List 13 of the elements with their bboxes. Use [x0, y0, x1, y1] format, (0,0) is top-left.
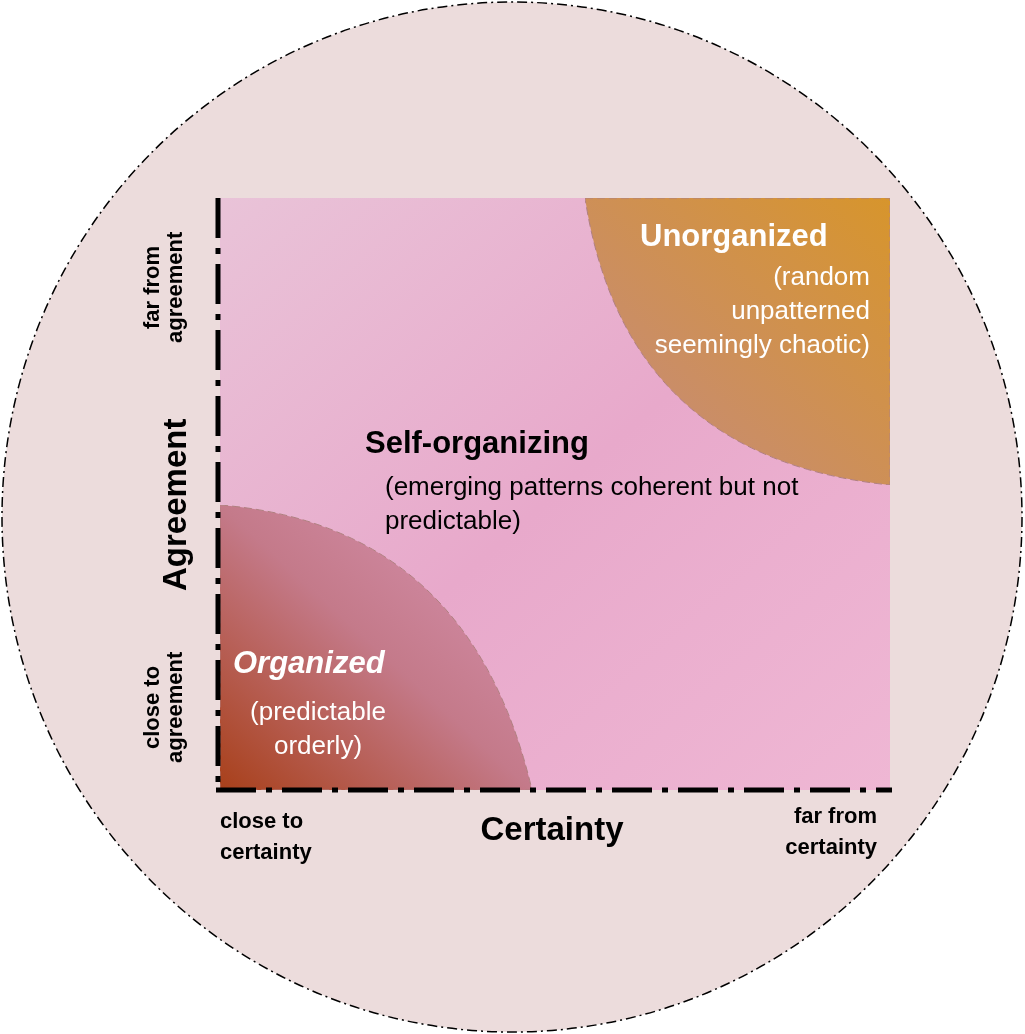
organized-region [220, 505, 532, 790]
axis-end-label: far from agreement [140, 230, 187, 346]
axis-title: Certainty [479, 810, 625, 848]
axis-end-label: close to agreement [140, 650, 187, 766]
region-description: (predictable orderly) [249, 695, 387, 762]
region-description: (random unpatterned seemingly chaotic) [653, 260, 870, 361]
region-description: (emerging patterns coherent but not predictable) [385, 470, 800, 537]
region-title: Self-organizing [365, 425, 589, 461]
axis-end-label: close to certainty [220, 807, 313, 866]
region-title: Organized [233, 645, 385, 681]
region-title: Unorganized [640, 218, 828, 254]
axis-end-label: far from certainty [784, 802, 877, 861]
axis-title: Agreement [158, 417, 193, 594]
